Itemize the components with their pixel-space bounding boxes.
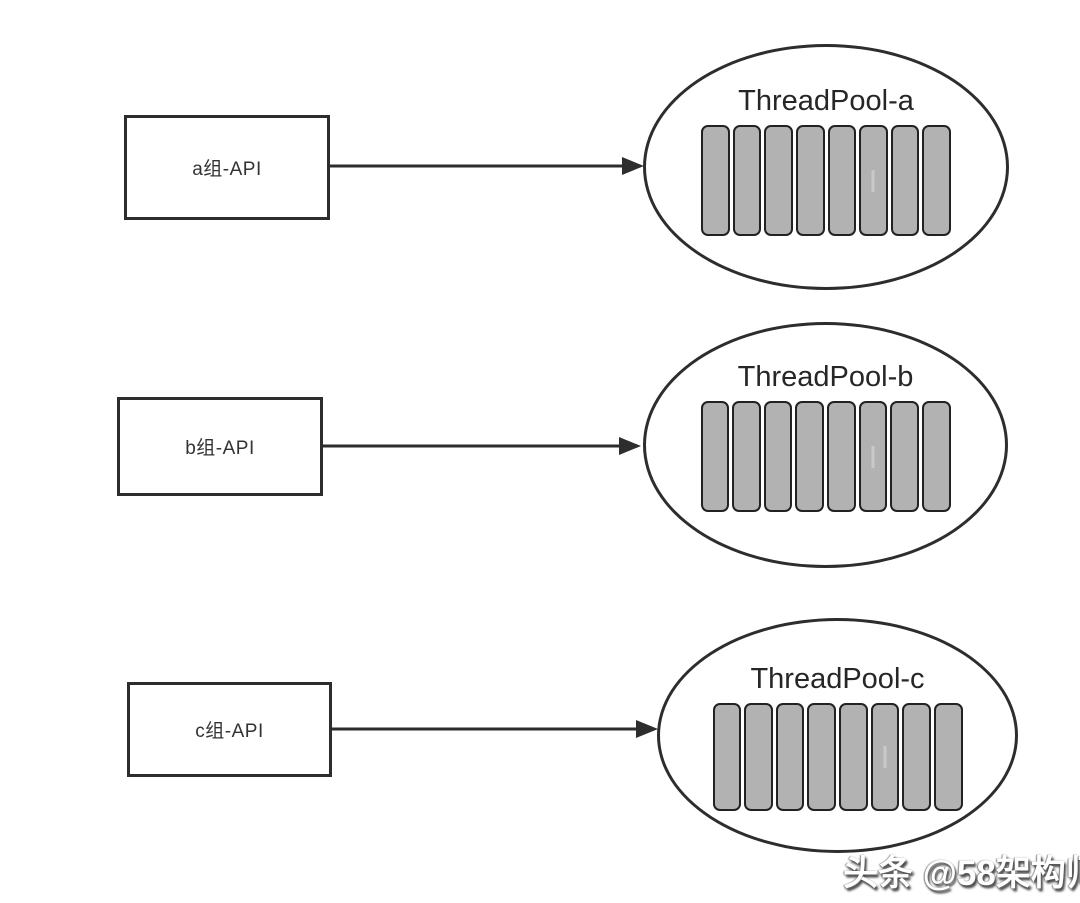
thread-bar — [763, 401, 793, 512]
thread-bar — [701, 125, 730, 236]
thread-bar — [700, 401, 730, 512]
threadpool-c-ellipse: ThreadPool-c — [657, 618, 1018, 853]
thread-bar — [890, 401, 919, 512]
threadpool-c-title: ThreadPool-c — [750, 663, 925, 695]
arrow-head-icon — [622, 157, 644, 175]
thread-bars-b — [700, 401, 951, 512]
arrow-b-to-threadpool-b — [323, 434, 641, 458]
watermark: 头条 @58架构师 — [843, 854, 1080, 893]
arrow-shaft — [332, 727, 642, 731]
api-box-c: c组-API — [127, 682, 332, 777]
api-box-label-c: c组-API — [195, 721, 264, 742]
api-box-b: b组-API — [117, 397, 323, 496]
thread-bar — [807, 703, 836, 811]
api-box-label-b: b组-API — [185, 438, 255, 459]
thread-bar — [890, 125, 920, 236]
thread-bars-c — [712, 703, 963, 811]
arrow-head-icon — [636, 720, 658, 738]
api-box-a: a组-API — [124, 115, 330, 220]
thread-bar — [827, 125, 857, 236]
thread-bar — [732, 125, 762, 236]
arrow-shaft — [330, 164, 628, 168]
thread-bar — [870, 703, 900, 811]
thread-bar — [827, 401, 856, 512]
thread-bar — [795, 401, 824, 512]
arrow-shaft — [323, 444, 625, 448]
thread-bar — [795, 125, 825, 236]
arrow-head-icon — [619, 437, 641, 455]
thread-bars-a — [701, 125, 951, 236]
thread-bar — [933, 703, 963, 811]
thread-bar — [744, 703, 773, 811]
thread-bar — [732, 401, 761, 512]
thread-bar — [858, 401, 888, 512]
thread-bar — [775, 703, 805, 811]
thread-bar — [839, 703, 868, 811]
threadpool-a-ellipse: ThreadPool-a — [643, 44, 1009, 290]
arrow-c-to-threadpool-c — [332, 717, 658, 741]
thread-bar — [764, 125, 793, 236]
thread-bar — [922, 125, 951, 236]
api-box-label-a: a组-API — [192, 159, 262, 180]
thread-bar — [902, 703, 931, 811]
threadpool-a-title: ThreadPool-a — [738, 85, 914, 117]
arrow-a-to-threadpool-a — [330, 154, 644, 178]
thread-bar — [859, 125, 888, 236]
threadpool-b-title: ThreadPool-b — [737, 361, 914, 393]
threadpool-b-ellipse: ThreadPool-b — [643, 322, 1008, 568]
thread-bar — [921, 401, 951, 512]
thread-bar — [712, 703, 742, 811]
